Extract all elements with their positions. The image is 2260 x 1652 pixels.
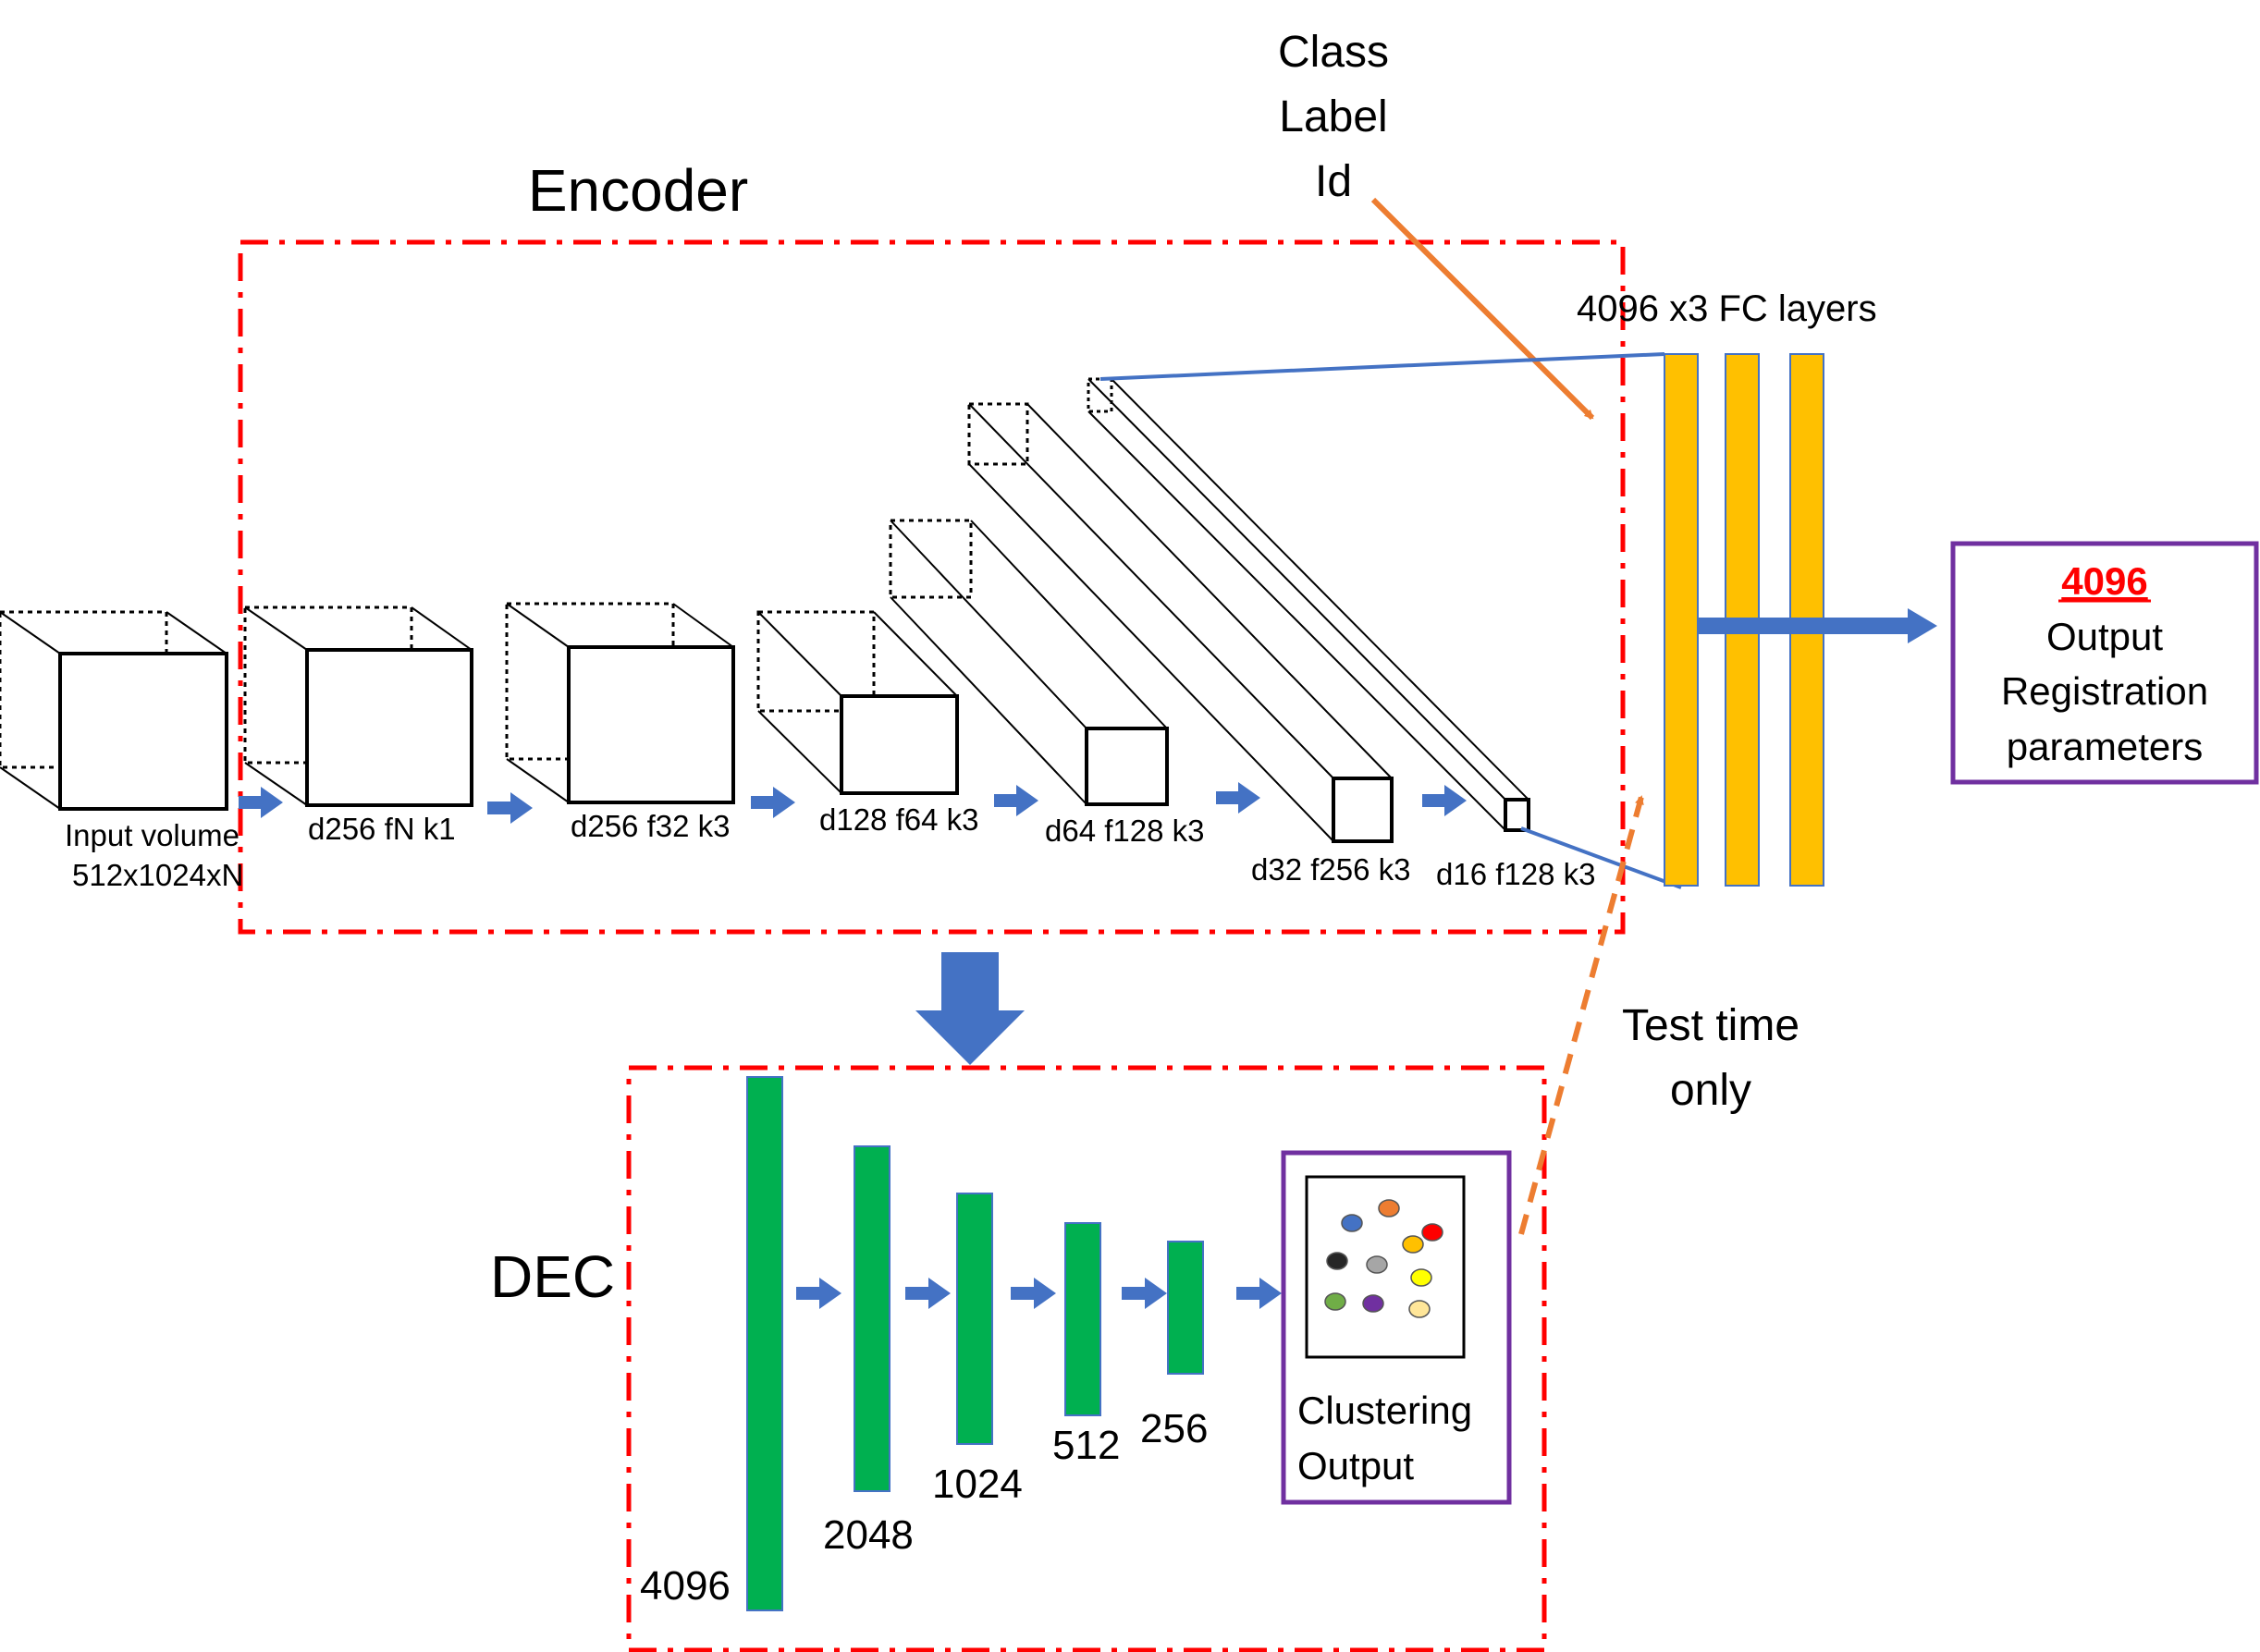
encoder-layer-label: d16 f128 k3 — [1436, 857, 1595, 891]
dec-step-arrow-5 — [1236, 1278, 1282, 1309]
encoder-layer-sublabel: 512x1024xN — [72, 858, 243, 892]
output-line: Registration — [2001, 669, 2208, 713]
dec-layer-labels: 4096 2048 1024 512 256 — [640, 1406, 1208, 1609]
dec-bar-1 — [746, 1076, 783, 1611]
encoder-step-arrow-2 — [487, 792, 533, 824]
encoder-to-dec-arrow — [915, 952, 1025, 1065]
fc-layers-label: 4096 x3 FC layers — [1577, 288, 1877, 329]
clustering-label-line1: Clustering — [1297, 1389, 1472, 1432]
encoder-volume-input — [0, 610, 228, 811]
fc-bar-1 — [1664, 353, 1699, 887]
clustering-label-line2: Output — [1297, 1444, 1414, 1487]
cluster-dots — [1324, 1199, 1443, 1318]
dec-bar-2 — [854, 1145, 890, 1492]
clustering-output-label: Clustering Output — [1297, 1389, 1472, 1487]
test-time-arrow — [1518, 795, 1644, 1235]
dec-frame — [626, 1065, 1547, 1652]
encoder-title: Encoder — [528, 157, 748, 224]
class-label: Class Label Id — [1278, 28, 1389, 206]
fc-connection-bottom — [1520, 826, 1682, 889]
dec-title: DEC — [490, 1243, 615, 1310]
encoder-frame — [238, 239, 1626, 935]
dec-layer-label: 256 — [1140, 1406, 1208, 1451]
encoder-layer-label: d32 f256 k3 — [1251, 852, 1410, 887]
cluster-dot — [1408, 1300, 1431, 1318]
cluster-dot — [1421, 1223, 1443, 1242]
cluster-dot — [1326, 1252, 1348, 1270]
dec-step-arrow-4 — [1122, 1278, 1167, 1309]
cluster-dot — [1366, 1255, 1388, 1274]
encoder-volume-1 — [243, 606, 473, 807]
dec-layer-label: 2048 — [823, 1512, 914, 1558]
encoder-layer-label: d64 f128 k3 — [1045, 814, 1204, 848]
test-time-label: Test time only — [1622, 1001, 1799, 1115]
cluster-dot — [1341, 1214, 1363, 1232]
encoder-layer-label: d256 fN k1 — [308, 812, 456, 846]
encoder-layer-label: d256 f32 k3 — [571, 809, 730, 843]
dec-step-arrow-1 — [796, 1278, 841, 1309]
cluster-dot — [1362, 1294, 1384, 1313]
dec-step-arrow-2 — [905, 1278, 951, 1309]
output-box — [1950, 541, 2259, 785]
cluster-dot — [1378, 1199, 1400, 1218]
fc-connection-top — [1099, 352, 1665, 381]
encoder-step-arrow-6 — [1422, 785, 1467, 816]
dec-step-arrows — [796, 1278, 1282, 1309]
encoder-step-arrow-4 — [994, 785, 1038, 816]
dec-bar-5 — [1167, 1241, 1204, 1375]
encoder-layer-labels: Input volume 512x1024xN d256 fN k1 d256 … — [65, 802, 1595, 892]
class-label-line1: Class — [1278, 28, 1389, 77]
encoder-volume-5 — [967, 402, 1394, 843]
encoder-step-arrows — [239, 782, 1467, 824]
encoder-layer-label: d128 f64 k3 — [819, 802, 978, 837]
encoder-step-arrow-3 — [751, 787, 795, 818]
encoder-step-arrow-5 — [1216, 782, 1260, 814]
output-line: parameters — [2007, 725, 2203, 768]
dec-bar-4 — [1064, 1222, 1101, 1416]
cluster-dot — [1410, 1268, 1432, 1287]
encoder-volume-6 — [1087, 377, 1530, 832]
cluster-dot — [1324, 1292, 1346, 1311]
class-label-arrow — [1370, 197, 1595, 421]
encoder-volume-3 — [756, 610, 959, 795]
cluster-dot — [1402, 1235, 1424, 1254]
encoder-volume-2 — [505, 602, 735, 804]
test-time-line1: Test time — [1622, 1001, 1799, 1050]
dec-layer-label: 1024 — [932, 1462, 1023, 1507]
output-line: Output — [2046, 615, 2163, 658]
dec-layer-label: 4096 — [640, 1563, 731, 1609]
fc-output-arrow — [1698, 608, 1937, 643]
output-value: 4096 — [2061, 559, 2147, 603]
dec-step-arrow-3 — [1011, 1278, 1056, 1309]
encoder-layer-label: Input volume — [65, 818, 240, 852]
dec-layer-label: 512 — [1052, 1423, 1120, 1468]
class-label-line2: Label — [1279, 92, 1387, 141]
encoder-volume-4 — [889, 519, 1169, 806]
output-box-text: 4096 Output Registration parameters — [2001, 559, 2208, 768]
dec-bar-3 — [956, 1193, 993, 1445]
encoder-step-arrow-1 — [239, 787, 283, 818]
test-time-line2: only — [1670, 1066, 1751, 1115]
class-label-line3: Id — [1315, 157, 1352, 206]
